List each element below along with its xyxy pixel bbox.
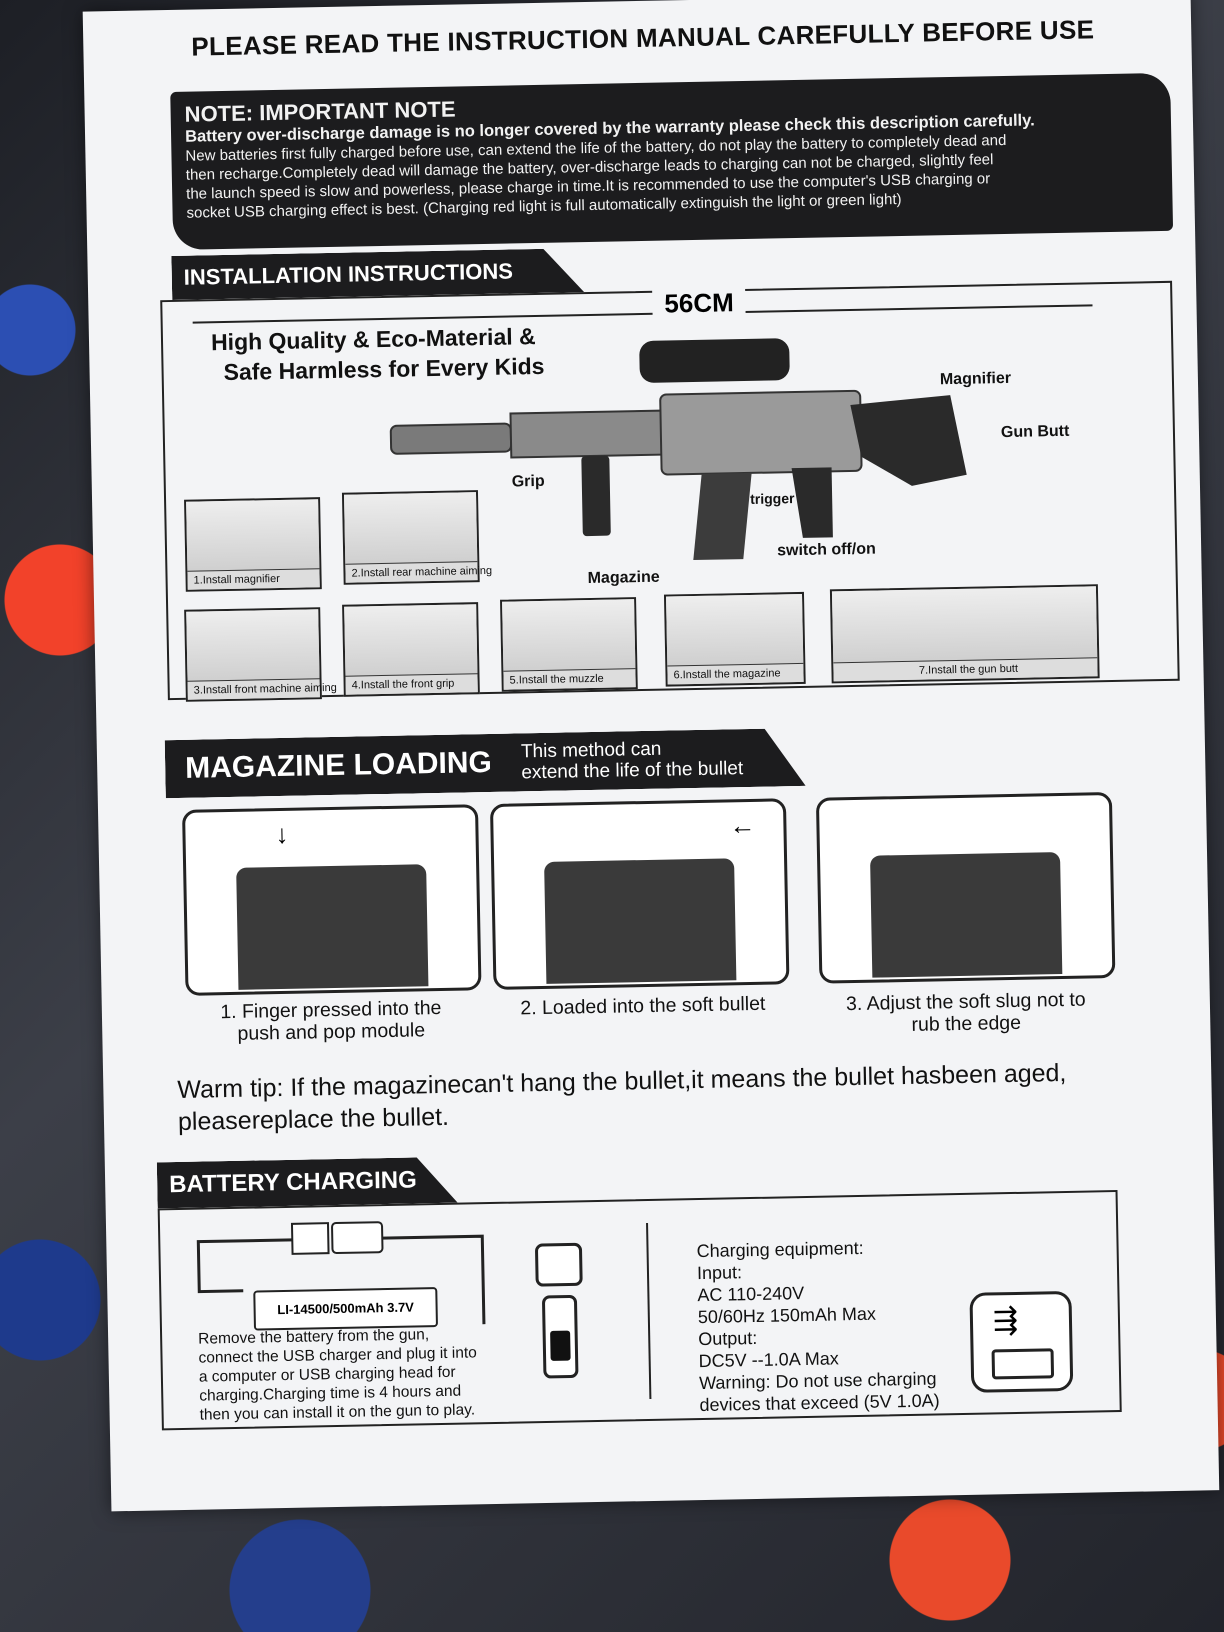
step-panel: 4.Install the front grip bbox=[342, 602, 480, 697]
caption-line: 2. Loaded into the soft bullet bbox=[520, 992, 766, 1020]
magazine-loading-header: MAGAZINE LOADING This method can extend … bbox=[165, 728, 806, 798]
usb-symbol-icon: ⇶ bbox=[992, 1303, 1019, 1338]
subtitle-line-2: extend the life of the bullet bbox=[521, 758, 744, 784]
step-caption: 1.Install magnifier bbox=[187, 568, 320, 590]
step-panel: 5.Install the muzzle bbox=[500, 597, 638, 692]
charging-cable bbox=[382, 1234, 486, 1325]
gun-muzzle bbox=[389, 422, 513, 455]
step-illustration bbox=[343, 492, 478, 565]
step-illustration bbox=[666, 593, 804, 667]
arrow-left-icon: ← bbox=[729, 809, 756, 841]
gun-magnifier-scope bbox=[639, 338, 790, 383]
arrow-down-icon: ↓ bbox=[275, 818, 289, 850]
usb-cable-illustration bbox=[196, 1221, 486, 1325]
loading-panel-1: ↓ bbox=[182, 804, 482, 996]
step-panel: 1.Install magnifier bbox=[184, 497, 322, 592]
magazine-loading-title: MAGAZINE LOADING bbox=[184, 745, 493, 785]
callout-switch: switch off/on bbox=[776, 540, 876, 560]
battery-label: LI-14500/500mAh 3.7V bbox=[253, 1287, 438, 1331]
spec-line: devices that exceed (5V 1.0A) bbox=[699, 1390, 940, 1416]
loading-panel-2: ← bbox=[489, 798, 790, 990]
length-label: 56CM bbox=[652, 286, 747, 320]
important-note-box: NOTE: IMPORTANT NOTE Battery over-discha… bbox=[170, 72, 1174, 250]
step-panel: 6.Install the magazine bbox=[663, 591, 806, 687]
callout-magnifier: Magnifier bbox=[939, 369, 1012, 389]
magazine-loading-subtitle: This method can extend the life of the b… bbox=[521, 737, 744, 783]
step-illustration bbox=[186, 609, 320, 682]
step-panel: 7.Install the gun butt bbox=[829, 584, 1100, 684]
usb-connector bbox=[331, 1221, 384, 1255]
charger-head bbox=[535, 1242, 583, 1287]
loading-caption-2: 2. Loaded into the soft bullet bbox=[488, 992, 798, 1020]
step-illustration bbox=[186, 499, 320, 572]
step-illustration bbox=[344, 604, 478, 677]
gun-pistol-grip bbox=[791, 467, 833, 538]
step-panel: 3.Install front machine aiming bbox=[184, 607, 337, 702]
gun-receiver bbox=[659, 389, 863, 476]
charger-port bbox=[550, 1330, 571, 1361]
usb-port-icon: ⇶ bbox=[969, 1290, 1074, 1393]
gun-butt-stock bbox=[850, 395, 967, 486]
step-panel: 2.Install rear machine aiming bbox=[341, 490, 492, 585]
manual-header: PLEASE READ THE INSTRUCTION MANUAL CAREF… bbox=[191, 14, 1095, 62]
magazine-body bbox=[236, 864, 429, 990]
step-caption: 3.Install front machine aiming bbox=[187, 678, 337, 700]
gun-handguard bbox=[509, 409, 673, 459]
callout-gun-butt: Gun Butt bbox=[1000, 422, 1070, 442]
instruction-sheet: PLEASE READ THE INSTRUCTION MANUAL CAREF… bbox=[82, 0, 1220, 1512]
callout-magazine: Magazine bbox=[587, 568, 660, 588]
loading-panel-3 bbox=[815, 792, 1116, 984]
usb-socket-icon bbox=[991, 1348, 1055, 1380]
charging-cable bbox=[196, 1238, 293, 1294]
callout-grip: Grip bbox=[511, 472, 545, 491]
step-caption: 6.Install the magazine bbox=[667, 662, 804, 685]
battery-charging-title: BATTERY CHARGING bbox=[157, 1156, 470, 1208]
usb-plug bbox=[290, 1222, 330, 1255]
step-illustration bbox=[502, 599, 636, 672]
step-caption: 4.Install the front grip bbox=[345, 673, 478, 695]
callout-trigger: trigger bbox=[749, 490, 795, 507]
step-illustration bbox=[831, 586, 1098, 664]
gun-magazine bbox=[693, 472, 752, 561]
step-caption: 5.Install the muzzle bbox=[503, 668, 636, 690]
step-caption: 7.Install the gun butt bbox=[833, 657, 1098, 682]
battery-instructions: Remove the battery from the gun, connect… bbox=[198, 1324, 500, 1425]
charging-specs: Charging equipment: Input: AC 110-240V 5… bbox=[696, 1235, 939, 1416]
step-caption: 2.Install rear machine aiming bbox=[345, 561, 492, 583]
usb-charger-illustration bbox=[535, 1242, 583, 1379]
magazine-body bbox=[870, 852, 1063, 978]
loading-caption-3: 3. Adjust the soft slug not to rub the e… bbox=[816, 988, 1117, 1038]
toy-gun-illustration bbox=[389, 338, 967, 561]
loading-caption-1: 1. Finger pressed into the push and pop … bbox=[186, 996, 477, 1046]
gun-front-grip bbox=[581, 455, 611, 537]
warm-tip: Warm tip: If the magazinecan't hang the … bbox=[177, 1056, 1118, 1138]
installation-title: INSTALLATION INSTRUCTIONS bbox=[171, 248, 584, 300]
magazine-body bbox=[544, 858, 737, 984]
